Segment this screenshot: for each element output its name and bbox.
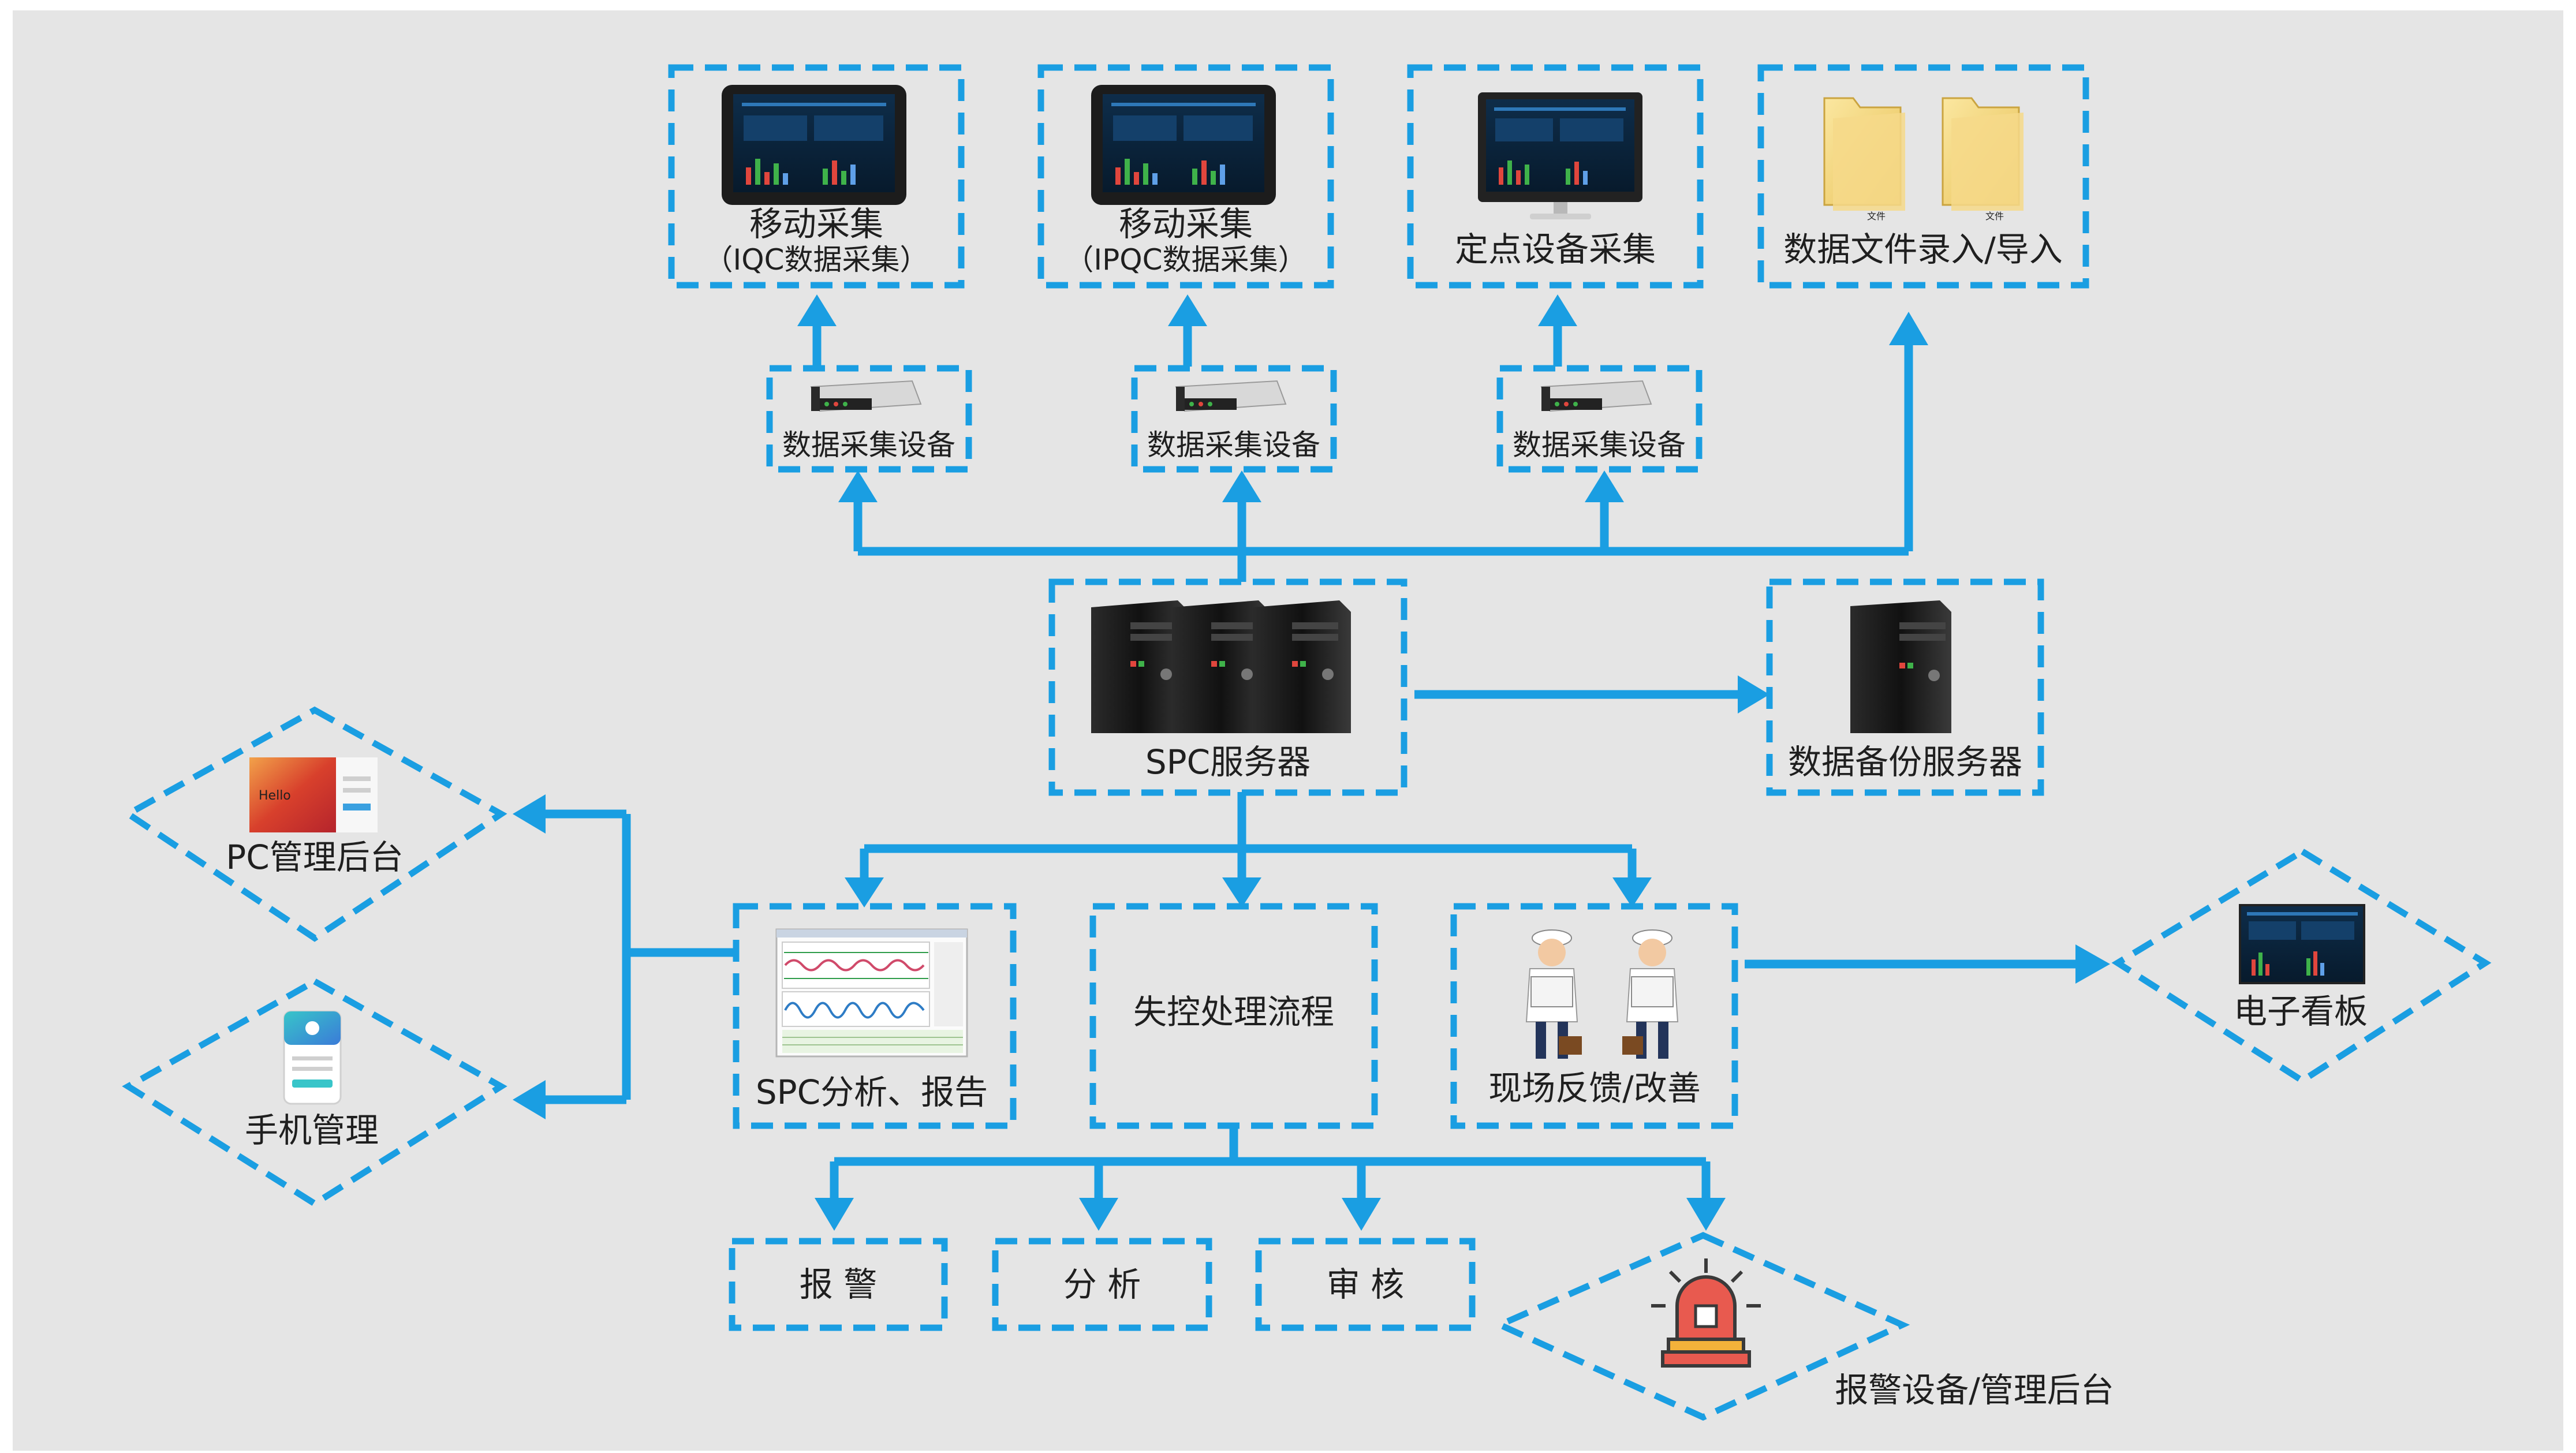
mobile-iqc-node: 移动采集 （IQC数据采集） [668, 64, 965, 289]
spc-server-node: SPC服务器 [1048, 578, 1408, 796]
arrowhead [845, 877, 884, 907]
dashboard-node: 电子看板 [2111, 847, 2492, 1085]
review-label: 审 核 [1327, 1265, 1404, 1304]
backup-server-label: 数据备份服务器 [1788, 742, 2022, 782]
mobile-ipqc-subtitle: （IPQC数据采集） [1065, 243, 1306, 277]
folder-caption: 文件 [1985, 211, 2004, 222]
mobile-admin-diamond [122, 977, 507, 1208]
mobile-admin-label: 手机管理 [245, 1111, 379, 1150]
device-label: 数据采集设备 [782, 428, 955, 462]
field-feedback-label: 现场反馈/改善 [1488, 1069, 1701, 1108]
alarm-device-label: 报警设备/管理后台 [1835, 1370, 2114, 1410]
backup-server-box [1766, 578, 2044, 796]
alarm-light-icon [1651, 1258, 1761, 1368]
ooc-process-node: 失控处理流程 [1089, 903, 1378, 1129]
arrowhead [1889, 312, 1928, 345]
workers-icon [1525, 929, 1679, 1059]
ooc-process-label: 失控处理流程 [1133, 992, 1334, 1032]
server-icon [1850, 600, 1951, 733]
arrowhead [513, 1080, 546, 1119]
dashboard-label: 电子看板 [2234, 992, 2368, 1031]
alarm-device-node: 报警设备/管理后台 [1492, 1231, 2114, 1421]
fixed-station-box [1407, 64, 1704, 289]
arrowhead [513, 794, 546, 834]
pc-admin-diamond [122, 706, 507, 942]
backup-server-node: 数据备份服务器 [1766, 578, 2044, 796]
file-import-title: 数据文件录入/导入 [1783, 230, 2063, 269]
mobile-ipqc-node: 移动采集 （IPQC数据采集） [1037, 64, 1334, 289]
arrowhead [1585, 470, 1624, 502]
folder-icon: 文件 [1942, 97, 2024, 222]
spc-analysis-node: SPC分析、报告 [733, 903, 1017, 1129]
arrowhead [1342, 1198, 1381, 1231]
arrowhead [838, 470, 878, 502]
spc-analysis-label: SPC分析、报告 [756, 1073, 988, 1112]
arrowhead [1612, 877, 1652, 907]
device-box [766, 365, 972, 473]
ooc-process-box [1089, 903, 1378, 1129]
device-node-3: 数据采集设备 [1496, 365, 1703, 473]
mobile-iqc-box [668, 64, 965, 289]
pc-screen-text: Hello [259, 789, 291, 803]
file-import-node: 文件 文件 数据文件录入/导入 [1757, 64, 2089, 289]
device-box [1496, 365, 1703, 473]
arrowhead [2075, 944, 2110, 984]
pc-login-icon: Hello [249, 757, 378, 832]
alarm-device-diamond [1492, 1231, 1910, 1421]
arrowhead [1538, 294, 1577, 326]
arrowhead [815, 1198, 854, 1231]
fixed-station-title: 定点设备采集 [1455, 230, 1656, 269]
server-rack-icon [1091, 600, 1351, 733]
tablet-dashboard-icon [722, 85, 906, 205]
mobile-iqc-subtitle: （IQC数据采集） [704, 243, 928, 277]
spc-chart-icon [775, 928, 968, 1058]
mobile-ipqc-box [1037, 64, 1334, 289]
alarm-label: 报 警 [800, 1265, 877, 1304]
mobile-admin-node: 手机管理 [122, 977, 507, 1208]
data-collector-icon [1175, 380, 1287, 412]
spc-analysis-box [733, 903, 1017, 1129]
alarm-node: 报 警 [729, 1238, 948, 1331]
device-box [1131, 365, 1337, 473]
dashboard-diamond [2111, 847, 2492, 1085]
connectors [513, 294, 2110, 1231]
analysis-box [992, 1238, 1212, 1331]
device-label: 数据采集设备 [1147, 428, 1320, 462]
mobile-ipqc-title: 移动采集 [1119, 204, 1253, 244]
field-feedback-node: 现场反馈/改善 [1450, 903, 1738, 1129]
file-import-box [1757, 64, 2089, 289]
phone-app-icon [283, 1010, 342, 1105]
data-collector-icon [1540, 380, 1652, 412]
folder-icon: 文件 [1823, 97, 1905, 222]
data-collector-icon [810, 380, 922, 412]
alarm-box [729, 1238, 948, 1331]
arrowhead [1686, 1198, 1726, 1231]
pc-admin-node: Hello PC管理后台 [122, 706, 507, 942]
arrowhead [1168, 294, 1207, 326]
pc-admin-label: PC管理后台 [226, 838, 403, 877]
device-label: 数据采集设备 [1513, 428, 1686, 462]
arrowhead [1222, 470, 1261, 502]
fixed-station-node: 定点设备采集 [1407, 64, 1704, 289]
spc-server-label: SPC服务器 [1145, 742, 1311, 782]
device-node-2: 数据采集设备 [1131, 365, 1337, 473]
analysis-node: 分 析 [992, 1238, 1212, 1331]
spc-server-box [1048, 578, 1408, 796]
arrowhead [797, 294, 837, 326]
review-node: 审 核 [1255, 1238, 1476, 1331]
mobile-iqc-title: 移动采集 [749, 204, 883, 244]
arrowhead [1079, 1198, 1118, 1231]
folder-caption: 文件 [1867, 211, 1886, 222]
arrowhead [1222, 877, 1261, 907]
field-feedback-box [1450, 903, 1738, 1129]
tablet-dashboard-icon [1091, 85, 1276, 205]
review-box [1255, 1238, 1476, 1331]
analysis-label: 分 析 [1063, 1265, 1141, 1304]
arrowhead [1738, 675, 1769, 714]
device-node-1: 数据采集设备 [766, 365, 972, 473]
monitor-dashboard-icon [1478, 92, 1642, 219]
dashboard-screen-icon [2239, 904, 2365, 984]
